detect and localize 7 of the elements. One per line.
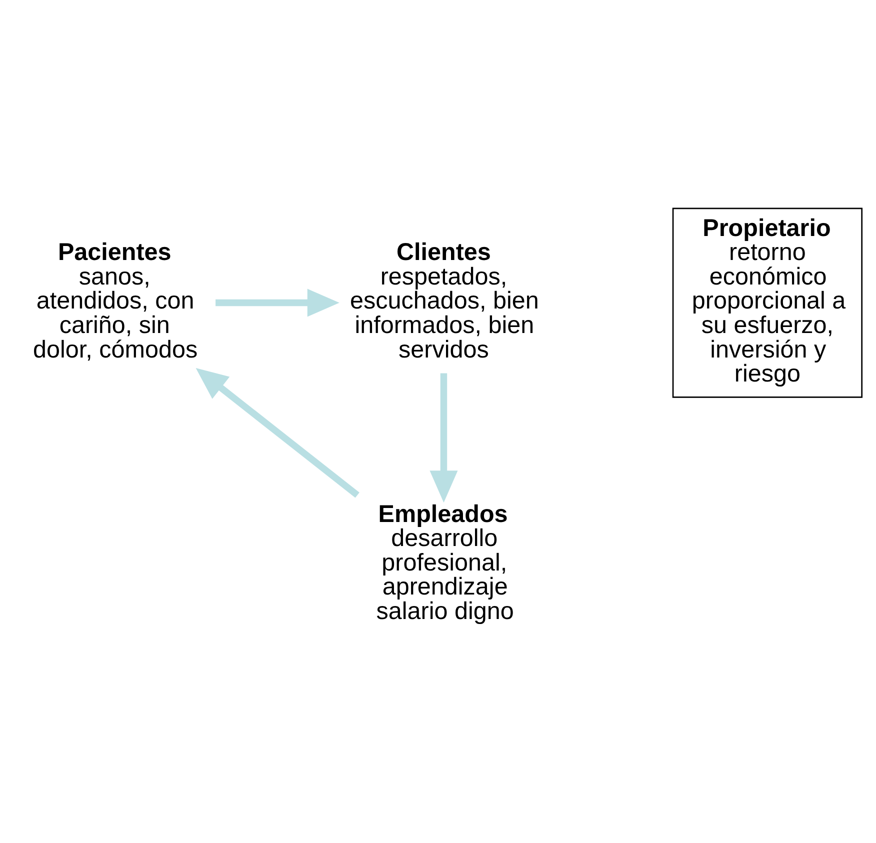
arrow — [216, 288, 340, 317]
node-text: Clientes respetados, escuchados, bien informados, bien servidos — [350, 239, 539, 364]
node-text: Empleados desarrollo profesional, aprendizaje salario digno — [376, 500, 514, 625]
arrow — [430, 373, 458, 503]
arrow — [196, 368, 360, 498]
node-box: Propietario retorno económico proporcional a su esfuerzo, inversión y riesgo — [672, 208, 863, 398]
node-text: Pacientes sanos, atendidos, con cariño, sin dolor, cómodos — [33, 239, 198, 364]
